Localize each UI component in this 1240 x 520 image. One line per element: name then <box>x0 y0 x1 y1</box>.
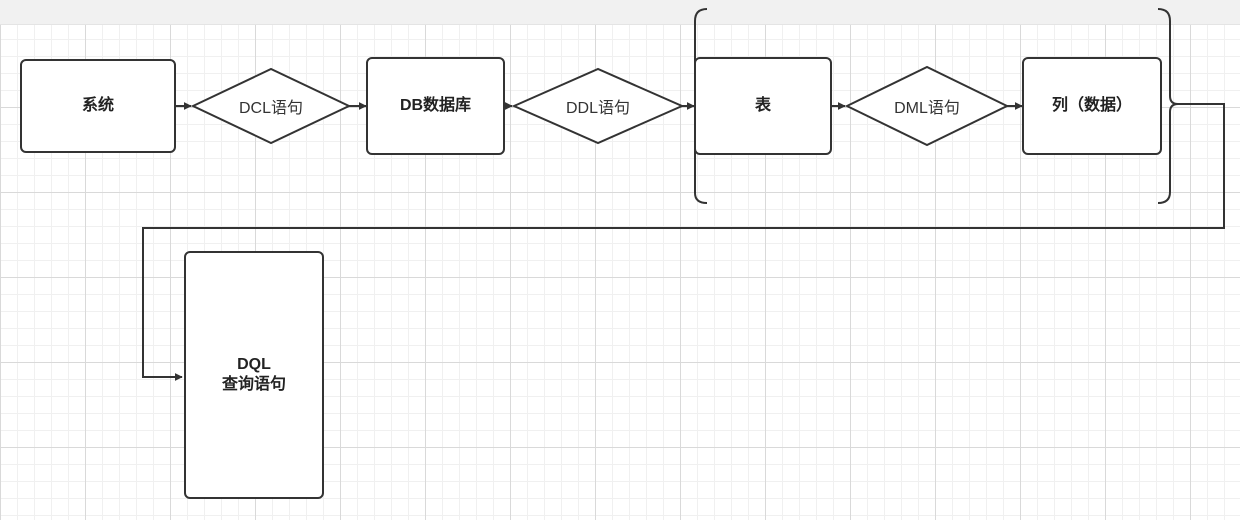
node-table[interactable]: 表 <box>694 57 832 155</box>
node-db-label: DB数据库 <box>399 97 472 114</box>
node-column-label: 列（数据） <box>1051 97 1132 114</box>
node-dql[interactable]: DQL 查询语句 <box>184 251 324 499</box>
top-toolbar <box>0 0 1240 25</box>
decision-dml-label: DML语句 <box>894 100 960 117</box>
node-db[interactable]: DB数据库 <box>366 57 505 155</box>
decision-dcl-label: DCL语句 <box>238 100 303 117</box>
node-system-label: 系统 <box>81 97 114 114</box>
node-column[interactable]: 列（数据） <box>1022 57 1162 155</box>
edge-group-to-dql[interactable] <box>142 103 1225 381</box>
node-dql-label-line1: DQL <box>237 356 271 373</box>
node-table-label: 表 <box>754 97 771 114</box>
node-system[interactable]: 系统 <box>20 59 176 153</box>
decision-ddl-label: DDL语句 <box>565 100 630 117</box>
node-dql-label-line2: 查询语句 <box>221 376 286 393</box>
